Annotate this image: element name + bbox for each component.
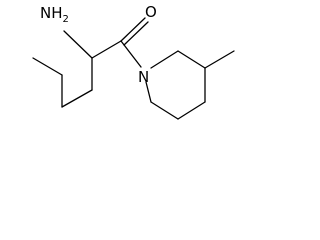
ring-nitrogen-label: N: [138, 68, 149, 86]
bond-carbonyl-double-a: [120, 17, 146, 42]
bond-carbonyl-ringN: [120, 40, 142, 68]
bond-ring-c2-c3: [177, 50, 206, 69]
bond-ring-N-c2: [150, 50, 179, 69]
bond-alpha-amine: [63, 30, 93, 59]
bond-ch-ch2: [61, 89, 93, 108]
atom-labels: NH2 O N: [40, 3, 157, 86]
molecule-structure: NH2 O N: [32, 3, 235, 120]
bond-ring-c4-c5: [177, 101, 206, 120]
bonds: [32, 17, 235, 120]
bond-ring-c5-c6: [150, 101, 179, 120]
bond-ring-methyl: [204, 50, 235, 69]
carbonyl-oxygen-label: O: [145, 3, 157, 21]
bond-ring-c6-N: [145, 81, 152, 103]
amine-nitrogen-label: NH2: [40, 4, 69, 25]
bond-alpha-carbonyl: [91, 40, 122, 59]
bond-methyl-top: [32, 57, 63, 76]
bond-carbonyl-double-b: [123, 21, 149, 46]
